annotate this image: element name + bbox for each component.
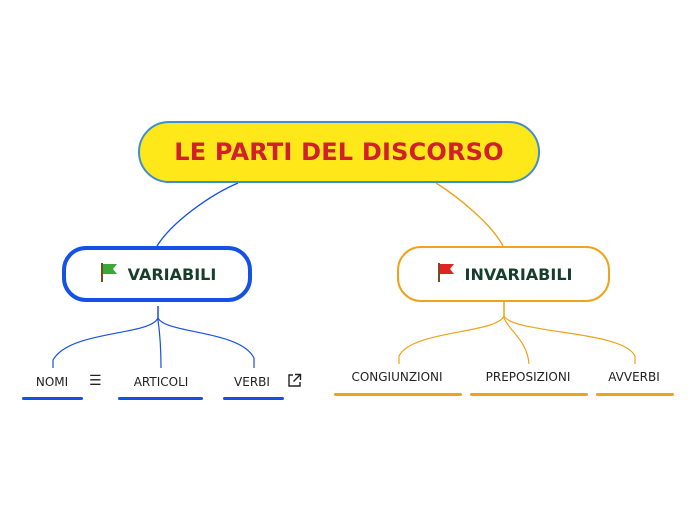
subtopic-verbi-underline <box>223 397 284 400</box>
subtopic-congiunzioni[interactable]: CONGIUNZIONI <box>351 370 443 384</box>
topic-invariabili-label: INVARIABILI <box>464 264 573 284</box>
connector-variabili-articoli <box>157 306 162 369</box>
topic-invariabili[interactable]: INVARIABILI <box>397 246 610 302</box>
connector-variabili-verbi <box>157 306 255 368</box>
red-flag-icon <box>435 261 457 287</box>
external-link-icon[interactable] <box>287 373 302 391</box>
subtopic-nomi-underline <box>22 397 83 400</box>
notes-icon[interactable]: ☰ <box>89 373 102 389</box>
subtopic-articoli-underline <box>118 397 203 400</box>
connector-invariabili-avverbi <box>503 302 636 364</box>
connector-variabili-nomi <box>52 306 159 368</box>
subtopic-articoli[interactable]: ARTICOLI <box>133 375 189 389</box>
connector-root-invariabili <box>435 182 504 247</box>
root-title: LE PARTI DEL DISCORSO <box>174 138 504 166</box>
subtopic-preposizioni[interactable]: PREPOSIZIONI <box>485 370 571 384</box>
topic-variabili[interactable]: VARIABILI <box>62 246 252 302</box>
green-flag-icon <box>98 261 120 287</box>
subtopic-congiunzioni-underline <box>334 393 462 396</box>
connector-invariabili-congiunzioni <box>398 302 505 364</box>
subtopic-nomi[interactable]: NOMI <box>35 375 69 389</box>
connector-invariabili-preposizioni <box>503 302 530 365</box>
subtopic-preposizioni-underline <box>470 393 588 396</box>
root-topic[interactable]: LE PARTI DEL DISCORSO <box>138 121 540 183</box>
subtopic-avverbi-underline <box>596 393 674 396</box>
topic-variabili-label: VARIABILI <box>127 264 217 284</box>
subtopic-avverbi[interactable]: AVVERBI <box>608 370 660 384</box>
connector-root-variabili <box>156 182 239 247</box>
subtopic-verbi[interactable]: VERBI <box>234 375 270 389</box>
